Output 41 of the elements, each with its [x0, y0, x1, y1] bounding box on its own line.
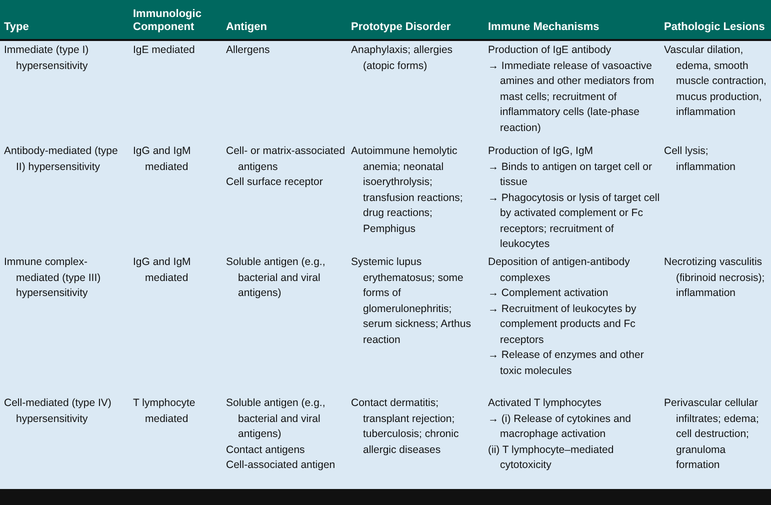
table-entry: Production of IgG, IgM — [488, 144, 594, 159]
table-entry: → Complement activation — [488, 286, 610, 301]
column-header: Immune Mechanisms — [488, 21, 600, 35]
table-entry: Deposition of antigen-antibody complexes — [488, 255, 631, 286]
table-entry: IgG and IgM mediated — [133, 144, 192, 174]
table-entry: Cell-associated antigen — [226, 458, 336, 473]
table-entry: Antibody-mediated (type II) hypersensitivity — [4, 144, 119, 174]
table-entry: → Release of enzymes and other toxic molecules — [488, 348, 645, 378]
column-header: Prototype Disorder — [351, 21, 452, 35]
table-entry: Systemic lupus erythematosus; some forms of glomerulonephritis; serum sickness; Arthus reaction — [351, 255, 472, 348]
table-entry: Production of IgE antibody — [488, 43, 612, 58]
table-entry: Immune complex-mediated (type III) hypersensitivity — [4, 255, 102, 301]
table-entry: Vascular dilation, edema, smooth muscle contraction, mucus production, inflammation — [664, 43, 768, 120]
table-entry: Activated T lymphocytes — [488, 396, 602, 411]
table-entry: → Recruitment of leukocytes by complement products and Fc receptors — [488, 302, 638, 348]
table-entry: → (i) Release of cytokines and macrophage activation — [488, 412, 632, 442]
table-entry: IgE mediated — [133, 43, 196, 58]
table-entry: Perivascular cellular infiltrates; edema; cell destruction; granuloma formation — [664, 396, 760, 473]
table-entry: Cell lysis; inflammation — [664, 144, 737, 174]
column-header: Pathologic Lesions — [664, 21, 766, 35]
table-entry: Allergens — [226, 43, 271, 58]
table-entry: T lymphocyte mediated — [133, 396, 196, 426]
table-entry: Soluble antigen (e.g., bacterial and viral antigens) — [226, 255, 326, 301]
table-entry: Necrotizing vasculitis (fibrinoid necrosis); inflammation — [664, 255, 766, 301]
table-entry: Cell surface receptor — [226, 175, 324, 190]
column-header: Antigen — [226, 21, 268, 35]
column-header: Type — [4, 21, 30, 35]
column-header: Immunologic Component — [133, 8, 202, 35]
table-entry: Cell-mediated (type IV) hypersensitivity — [4, 396, 112, 426]
table-entry: Contact dermatitis; transplant rejection; tuberculosis; chronic allergic diseases — [351, 396, 460, 458]
table-entry: (ii) T lymphocyte–mediated cytotoxicity — [488, 442, 615, 473]
table-entry: Autoimmune hemolytic anemia; neonatal isoerythrolysis; transfusion reactions; drug reactions; Pemphigus — [351, 144, 464, 236]
table-entry: Immediate (type I) hypersensitivity — [4, 43, 90, 74]
table-entry: Contact antigens — [226, 442, 306, 458]
table-entry: → Binds to antigen on target cell or tissue — [488, 160, 654, 190]
table-entry: Anaphylaxis; allergies (atopic forms) — [351, 43, 454, 74]
table-entry: Soluble antigen (e.g., bacterial and viral antigens) — [226, 396, 326, 442]
table-entry: Cell- or matrix-associated antigens — [226, 144, 346, 174]
table-entry: IgG and IgM mediated — [133, 255, 192, 286]
table-entry: → Immediate release of vasoactive amines and other mediators from mast cells; recruitment of inflammatory cells (late-phase reaction) — [488, 58, 656, 136]
table-entry: → Phagocytosis or lysis of target cell by activated complement or Fc receptors; recruitment of leukocytes — [488, 190, 660, 252]
